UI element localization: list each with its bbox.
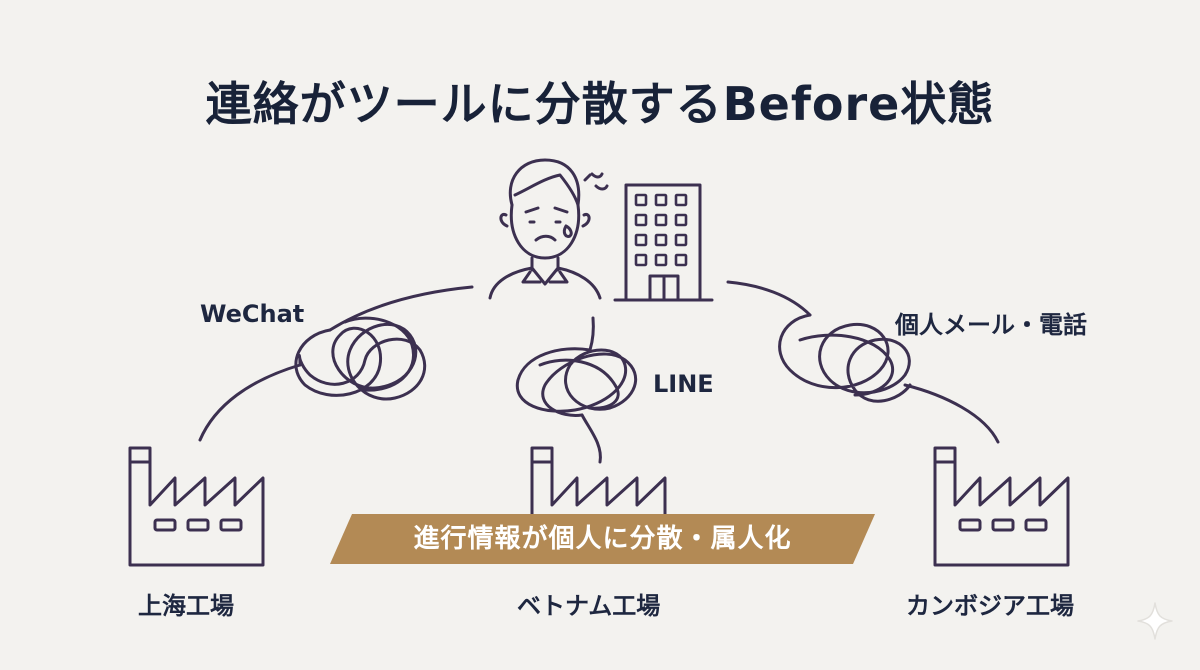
sparkle-icon [1137, 602, 1173, 640]
page-title: 連絡がツールに分散するBefore状態 [205, 77, 995, 131]
connector-center-lower [580, 413, 602, 464]
worried-person-icon [488, 158, 609, 300]
banner-background [330, 514, 875, 564]
office-building-icon [613, 183, 714, 302]
factory-label-shanghai: 上海工場 [138, 592, 234, 620]
tool-label-wechat: WeChat [200, 300, 305, 328]
tangle-line-icon [515, 347, 638, 417]
tool-label-email-phone: 個人メール・電話 [895, 311, 1087, 339]
connector-center-top [588, 316, 595, 352]
tangle-email-icon [778, 313, 912, 403]
banner-text: 進行情報が個人に分散・属人化 [413, 524, 792, 554]
factory-left-icon [128, 446, 265, 567]
factory-label-cambodia: カンボジア工場 [906, 592, 1074, 620]
factory-right-icon [933, 446, 1070, 567]
connector-right-lower [903, 383, 1000, 444]
connector-left-lower [198, 363, 302, 442]
factory-label-vietnam: ベトナム工場 [517, 592, 661, 620]
tool-label-line: LINE [653, 370, 714, 398]
connector-right [726, 280, 812, 317]
tangle-wechat-icon [294, 316, 427, 401]
factory-center-icon [530, 446, 667, 542]
connector-left [328, 285, 474, 332]
